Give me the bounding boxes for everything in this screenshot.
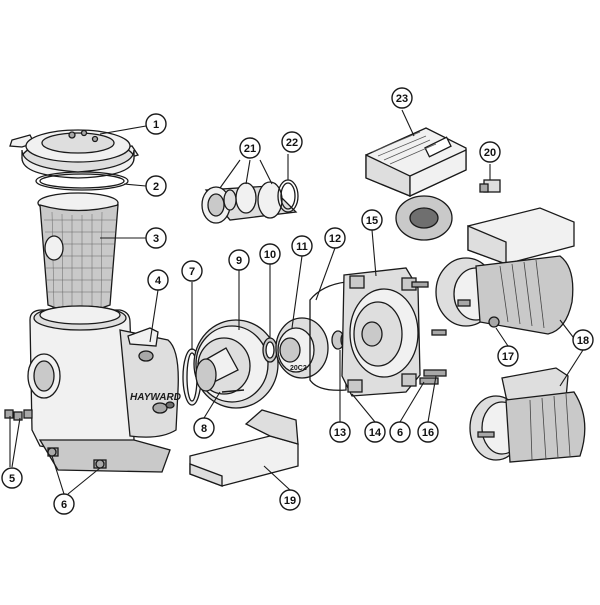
callout-label: 15	[366, 215, 378, 227]
callout-15: 15	[361, 209, 383, 231]
union-fittings	[201, 181, 298, 224]
callout-label: 3	[153, 233, 159, 245]
callout-18: 18	[572, 329, 594, 351]
callout-circle	[145, 175, 167, 197]
callout-circle	[291, 235, 313, 257]
callout-circle	[147, 269, 169, 291]
callout-6: 6	[389, 421, 411, 443]
callout-label: 13	[334, 427, 346, 439]
callout-label: 4	[155, 275, 162, 287]
pump-base	[189, 409, 299, 487]
callout-circle	[259, 243, 281, 265]
callout-label: 17	[502, 351, 514, 363]
callout-label: 20	[484, 147, 496, 159]
callout-label: 6	[61, 499, 67, 511]
single-speed-motor	[469, 367, 586, 463]
callout-circle	[497, 345, 519, 367]
callout-14: 14	[364, 421, 386, 443]
drain-plugs	[4, 409, 33, 421]
callout-6: 6	[53, 493, 75, 515]
callout-1: 1	[145, 113, 167, 135]
callout-label: 18	[577, 335, 589, 347]
callout-circle	[324, 227, 346, 249]
callout-10: 10	[259, 243, 281, 265]
impeller-label: 20C2	[290, 365, 307, 372]
callout-12: 12	[324, 227, 346, 249]
callout-3: 3	[145, 227, 167, 249]
callout-label: 5	[9, 473, 15, 485]
callout-circle	[279, 489, 301, 511]
callout-label: 1	[153, 119, 159, 131]
callout-label: 16	[422, 427, 434, 439]
callout-22: 22	[281, 131, 303, 153]
callout-label: 8	[201, 423, 207, 435]
seal-plate	[341, 267, 421, 397]
callout-circle	[389, 421, 411, 443]
callout-circle	[572, 329, 594, 351]
variable-speed-drive	[365, 127, 467, 241]
callout-circle	[53, 493, 75, 515]
callout-circle	[479, 141, 501, 163]
strainer-lid	[9, 129, 140, 179]
callout-circle	[329, 421, 351, 443]
callout-11: 11	[291, 235, 313, 257]
callout-circle	[145, 113, 167, 135]
callout-circle	[193, 417, 215, 439]
callout-label: 19	[284, 495, 296, 507]
callout-label: 2	[153, 181, 159, 193]
callout-21: 21	[239, 137, 261, 159]
callout-label: 9	[236, 255, 242, 267]
leader-lines	[9, 109, 584, 495]
callout-circle	[228, 249, 250, 271]
vs-motor	[435, 207, 575, 335]
callout-label: 10	[264, 249, 276, 261]
callout-17: 17	[497, 345, 519, 367]
base-bolt	[95, 459, 105, 469]
callout-circle	[391, 87, 413, 109]
callout-label: 12	[329, 233, 341, 245]
callout-label: 14	[369, 427, 382, 439]
diffuser	[193, 319, 279, 409]
callout-5: 5	[1, 467, 23, 489]
diffuser-screw	[221, 389, 245, 393]
callout-label: 7	[189, 266, 195, 278]
brand-label: HAYWARD	[130, 392, 181, 403]
strainer-basket	[37, 192, 119, 313]
callout-circle	[281, 131, 303, 153]
lid-o-ring	[35, 171, 129, 191]
callout-label: 21	[244, 143, 256, 155]
callout-circle	[181, 260, 203, 282]
callout-circle	[1, 467, 23, 489]
callout-label: 6	[397, 427, 403, 439]
pump-housing: HAYWARD	[27, 305, 181, 473]
motor-bolts	[411, 281, 447, 385]
callout-circle	[364, 421, 386, 443]
callout-20: 20	[479, 141, 501, 163]
callout-16: 16	[417, 421, 439, 443]
base-bolt	[47, 447, 57, 457]
callout-8: 8	[193, 417, 215, 439]
callout-9: 9	[228, 249, 250, 271]
callout-13: 13	[329, 421, 351, 443]
callout-circle	[417, 421, 439, 443]
impeller: 20C2	[275, 317, 329, 379]
callout-label: 23	[396, 93, 408, 105]
callout-circle	[145, 227, 167, 249]
callout-7: 7	[181, 260, 203, 282]
callout-2: 2	[145, 175, 167, 197]
cable-fitting	[479, 179, 501, 193]
callout-circle	[361, 209, 383, 231]
callout-label: 22	[286, 137, 298, 149]
callout-4: 4	[147, 269, 169, 291]
callout-19: 19	[279, 489, 301, 511]
callout-23: 23	[391, 87, 413, 109]
callout-circle	[239, 137, 261, 159]
callout-label: 11	[296, 241, 308, 253]
